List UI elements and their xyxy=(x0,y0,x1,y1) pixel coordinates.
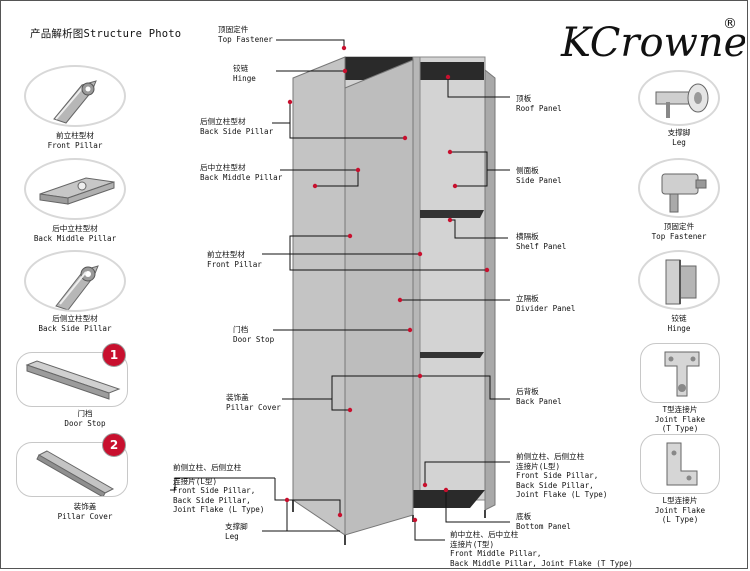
front-pillar-thumb xyxy=(24,65,126,127)
divider-panel xyxy=(412,56,421,501)
anchor-dots xyxy=(284,45,490,523)
brand-name: KCrowne xyxy=(560,20,745,66)
page-title: 产品解析图Structure Photo xyxy=(30,28,182,40)
brand-logo-svg: KCrowne ® xyxy=(560,16,745,66)
left-part-label-front-pillar: 前立柱型材 Front Pillar xyxy=(47,131,103,150)
middle-door xyxy=(344,59,414,536)
side-panel-edge xyxy=(484,68,496,511)
pillar-cover-badge: 2 xyxy=(102,433,126,457)
back-middle-pillar-thumb xyxy=(24,158,126,220)
left-part-label-door-stop: 门档 Door Stop xyxy=(64,409,106,428)
door-stop-badge: 1 xyxy=(102,343,126,367)
hinge-thumb xyxy=(638,250,720,310)
callout-middle-joint-flake: 前中立柱、后中立柱 连接片(T型) Front Middle Pillar, B… xyxy=(450,530,633,568)
left-part-label-pillar-cover: 装饰盖 Pillar Cover xyxy=(57,502,113,521)
callout-rear-joint-flake: 前侧立柱、后侧立柱 连接片(L型) Front Side Pillar, Bac… xyxy=(516,452,608,500)
roof-panel-right xyxy=(418,62,484,80)
registered-mark: ® xyxy=(723,16,737,32)
right-part-label-leg: 支撑脚 Leg xyxy=(667,128,691,147)
t-joint-flake-thumb xyxy=(640,343,720,403)
left-part-label-back-side-pillar: 后侧立柱型材 Back Side Pillar xyxy=(38,314,112,333)
left-door xyxy=(292,56,346,536)
right-part-label-top-fastener: 顶固定件 Top Fastener xyxy=(651,222,707,241)
shelf-panel-right xyxy=(420,210,484,218)
l-joint-flake-thumb xyxy=(640,434,720,494)
top-fastener-thumb xyxy=(638,158,720,218)
leg-thumb xyxy=(638,70,720,126)
right-part-label-hinge: 铰链 Hinge xyxy=(667,314,691,333)
left-part-label-back-middle-pillar: 后中立柱型材 Back Middle Pillar xyxy=(33,224,117,243)
back-side-pillar-thumb xyxy=(24,250,126,312)
callout-front-joint-flake: 前侧立柱、后侧立柱 连接片(L型) Front Side Pillar, Bac… xyxy=(173,463,265,515)
middle-shelf-right xyxy=(420,352,484,358)
brand-logo: KCrowne ® xyxy=(555,10,745,68)
leader-lines xyxy=(170,39,510,541)
right-part-label-l-joint-flake: L型连接片 Joint Flake (L Type) xyxy=(654,496,706,525)
right-part-label-t-joint-flake: T型连接片 Joint Flake (T Type) xyxy=(654,405,706,434)
